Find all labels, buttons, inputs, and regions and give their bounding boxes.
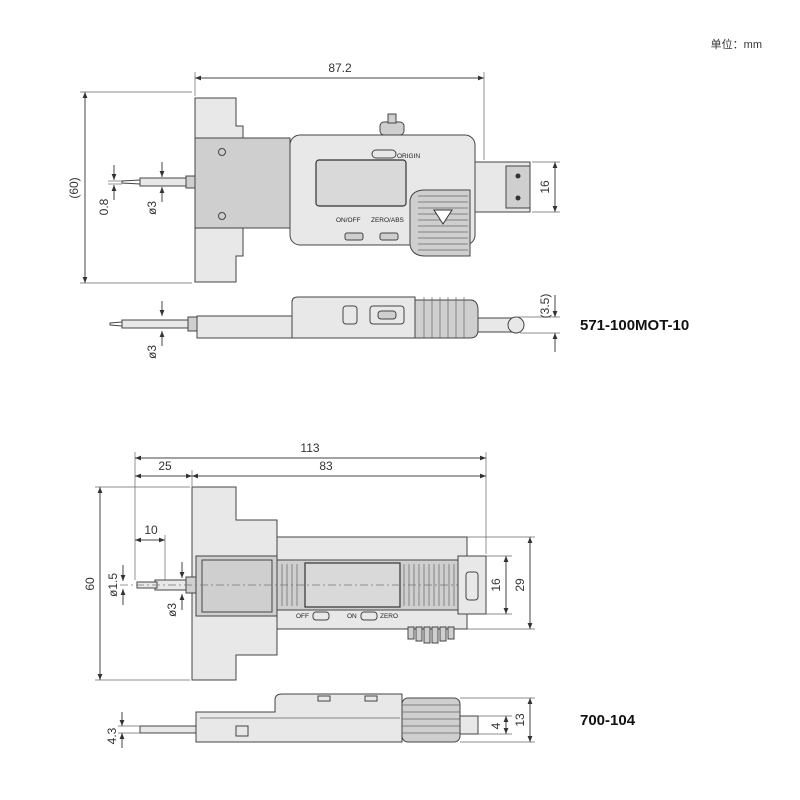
model-1-front-view: ORIGIN ON/OFF ZERO/ABS bbox=[121, 97, 531, 283]
m2-side-thickness-label: 13 bbox=[513, 713, 527, 727]
m1-length-label: 87.2 bbox=[328, 61, 352, 75]
origin-label: ORIGIN bbox=[397, 153, 420, 160]
on-label: ON bbox=[347, 613, 357, 620]
m2-tip-length-label: 10 bbox=[144, 523, 158, 537]
model-2-front-view: OFF ON ZERO bbox=[120, 486, 487, 681]
unit-label: 单位：mm bbox=[711, 37, 762, 51]
m2-rod-length-label: 25 bbox=[158, 459, 172, 473]
m2-side-height-label: 4.3 bbox=[105, 727, 119, 744]
m2-total-length-label: 113 bbox=[300, 441, 319, 455]
model-1-front-dims: 87.2 (60) 0.8 ø3 16 bbox=[67, 61, 560, 284]
zero-label: ZERO bbox=[380, 613, 398, 620]
m1-rod-dia-label: ø3 bbox=[145, 201, 159, 215]
model-2-front-dims: 113 25 83 10 60 ø1.5 ø3 16 29 bbox=[83, 441, 535, 681]
m1-height-label: (60) bbox=[67, 177, 81, 198]
model-1-side-view bbox=[109, 296, 525, 339]
m2-head-height-label: 16 bbox=[489, 578, 503, 592]
m2-body-height-label: 29 bbox=[513, 578, 527, 592]
m2-height-label: 60 bbox=[83, 577, 97, 591]
m2-body-length-label: 83 bbox=[319, 459, 333, 473]
model-1-side-dims: ø3 (3.5) 571-100MOT-10 bbox=[145, 294, 689, 359]
on-off-label: ON/OFF bbox=[336, 217, 361, 224]
m2-side-small-label: 4 bbox=[489, 722, 503, 729]
m2-probe-dia-label: ø1.5 bbox=[106, 573, 120, 597]
model-2-side-view bbox=[139, 693, 479, 743]
model-2-name: 700-104 bbox=[580, 712, 636, 729]
zero-abs-label: ZERO/ABS bbox=[371, 217, 405, 224]
m1-head-height-label: 16 bbox=[538, 180, 552, 194]
m1-side-rod-dia-label: ø3 bbox=[145, 345, 159, 359]
m1-side-thickness-label: (3.5) bbox=[538, 294, 552, 319]
model-2-side-dims: 4.3 4 13 700-104 bbox=[105, 697, 636, 748]
model-1-name: 571-100MOT-10 bbox=[580, 317, 689, 334]
m1-probe-dia-label: 0.8 bbox=[97, 198, 111, 215]
m2-rod-dia-label: ø3 bbox=[165, 603, 179, 617]
off-label: OFF bbox=[296, 613, 309, 620]
